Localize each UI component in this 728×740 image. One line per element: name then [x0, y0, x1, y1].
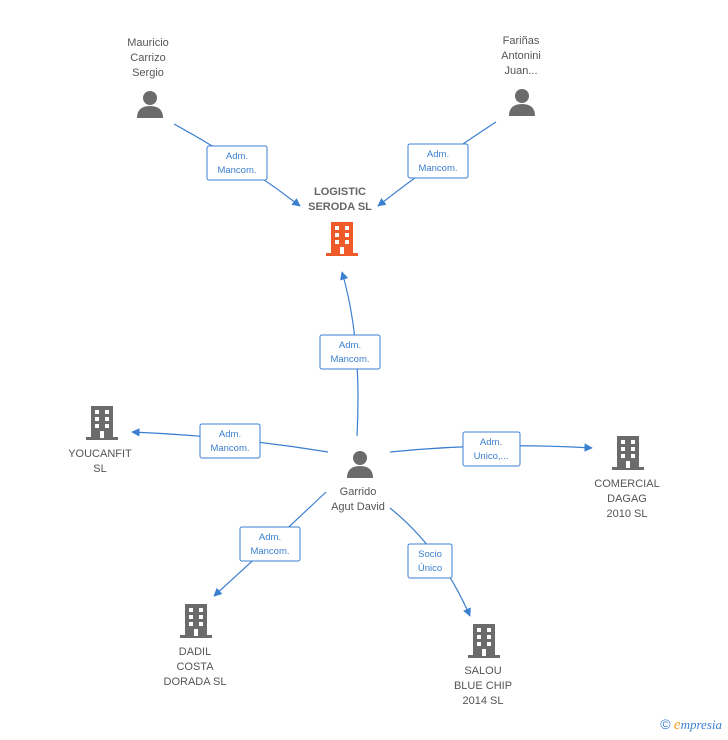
edge-label-line: Adm.: [427, 149, 449, 160]
building-icon: [86, 406, 118, 440]
node-mauricio[interactable]: Mauricio Carrizo Sergio: [127, 37, 169, 118]
node-label-line: Antonini: [501, 50, 541, 62]
building-icon: [612, 436, 644, 470]
edge-label-garrido-dadil[interactable]: Adm. Mancom.: [239, 526, 301, 562]
edge-label-garrido-salou[interactable]: Socio Único: [407, 543, 453, 579]
edge-label-garrido-comercial[interactable]: Adm. Unico,...: [462, 431, 521, 467]
node-youcanfit[interactable]: YOUCANFIT SL: [68, 406, 132, 475]
node-label-line: 2010 SL: [607, 508, 648, 520]
node-farinas[interactable]: Fariñas Antonini Juan...: [501, 35, 541, 116]
edge-label-line: Adm.: [339, 340, 361, 351]
edge-label-line: Adm.: [219, 429, 241, 440]
person-icon: [509, 89, 535, 116]
person-icon: [347, 451, 373, 478]
edge-label-line: Unico,...: [474, 451, 509, 462]
building-icon: [468, 624, 500, 658]
node-label-line: Agut David: [331, 501, 385, 513]
edge-label-line: Socio: [418, 549, 442, 560]
node-label-line: DORADA SL: [164, 676, 227, 688]
edge-label-line: Único: [418, 563, 442, 574]
node-label-line: COSTA: [176, 661, 214, 673]
node-label-line: Mauricio: [127, 37, 169, 49]
node-label-line: DADIL: [179, 646, 211, 658]
edge-label-line: Mancom.: [330, 354, 369, 365]
edge-label-garrido-logistic[interactable]: Adm. Mancom.: [319, 334, 381, 370]
edge-label-farinas-logistic[interactable]: Adm. Mancom.: [407, 143, 469, 179]
node-label-line: YOUCANFIT: [68, 448, 132, 460]
node-label-line: SL: [93, 463, 106, 475]
node-dadil[interactable]: DADIL COSTA DORADA SL: [164, 604, 227, 688]
edge-label-line: Adm.: [480, 437, 502, 448]
edge-label-mauricio-logistic[interactable]: Adm. Mancom.: [206, 145, 268, 181]
brand-logo-letter: e: [673, 717, 681, 733]
node-label-line: Garrido: [340, 486, 377, 498]
node-label-line: BLUE CHIP: [454, 680, 512, 692]
node-garrido[interactable]: Garrido Agut David: [331, 451, 385, 513]
copyright-icon: ©: [660, 716, 671, 732]
node-label-line: Carrizo: [130, 52, 165, 64]
node-comercial[interactable]: COMERCIAL DAGAG 2010 SL: [594, 436, 660, 520]
node-label-line: Juan...: [504, 65, 537, 77]
edge-label-line: Adm.: [226, 151, 248, 162]
node-label-line: SERODA SL: [308, 201, 372, 213]
node-label-line: Fariñas: [503, 35, 540, 47]
edge-label-line: Mancom.: [250, 546, 289, 557]
node-salou[interactable]: SALOU BLUE CHIP 2014 SL: [454, 624, 512, 707]
building-icon: [326, 222, 358, 256]
node-label-line: LOGISTIC: [314, 186, 366, 198]
node-label-line: SALOU: [464, 665, 501, 677]
edge-label-garrido-youcanfit[interactable]: Adm. Mancom.: [199, 423, 261, 459]
node-label-line: DAGAG: [607, 493, 647, 505]
node-label-line: Sergio: [132, 67, 164, 79]
edge-label-line: Mancom.: [210, 443, 249, 454]
edge-label-line: Mancom.: [418, 163, 457, 174]
edge-label-line: Adm.: [259, 532, 281, 543]
node-label-line: 2014 SL: [463, 695, 504, 707]
brand-footer[interactable]: © empresia: [660, 716, 722, 734]
person-icon: [137, 91, 163, 118]
edge-label-line: Mancom.: [217, 165, 256, 176]
building-icon: [180, 604, 212, 638]
brand-logo-text: mpresia: [680, 717, 722, 732]
node-label-line: COMERCIAL: [594, 478, 659, 490]
node-logistic[interactable]: LOGISTIC SERODA SL: [308, 186, 372, 256]
